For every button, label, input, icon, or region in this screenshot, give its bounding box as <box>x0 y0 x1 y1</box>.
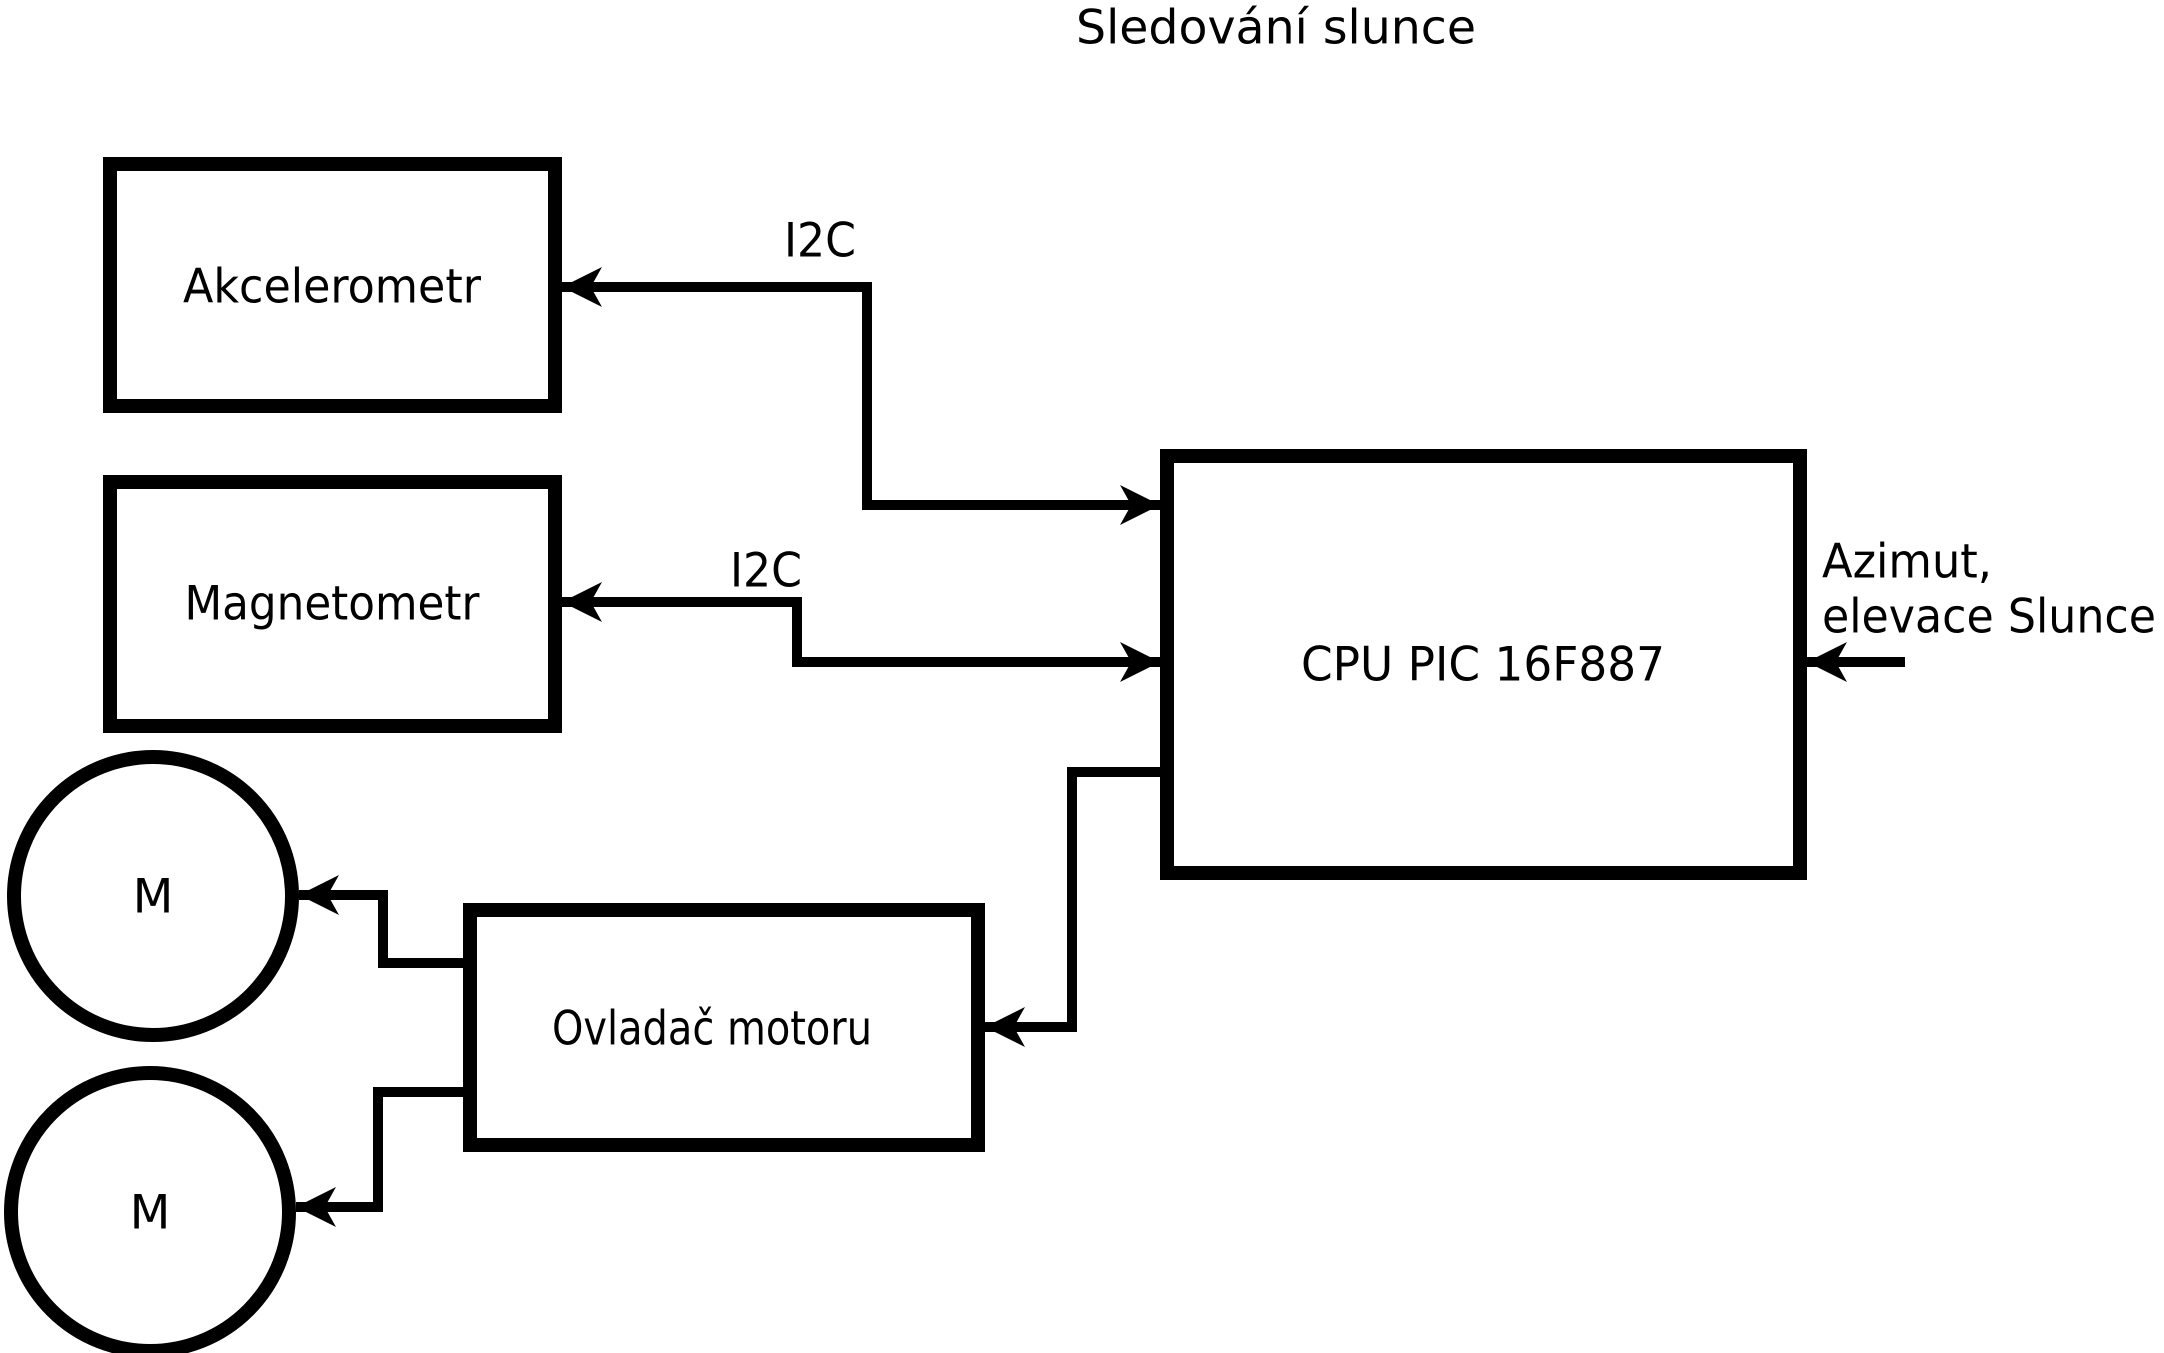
i2c-bus-akcelerometr-line <box>562 267 1160 525</box>
azimut-annotation-line2: elevace Slunce <box>1822 590 2156 645</box>
cpu-label: CPU PIC 16F887 <box>1301 638 1665 693</box>
motor-1-label: M <box>133 870 174 925</box>
motor-controller-to-motor-1-line <box>299 875 470 968</box>
magnetometr-box <box>103 475 562 733</box>
motor-controller-label: Ovladač motoru <box>552 1002 872 1057</box>
i2c-label-magnetometr: I2C <box>730 544 802 599</box>
i2c-bus-magnetometr-line <box>562 582 1160 682</box>
azimut-annotation-line1: Azimut, <box>1822 535 1992 590</box>
motor-1-circle <box>7 750 299 1042</box>
cpu-to-motor-controller-line <box>985 767 1160 1047</box>
motor-2-circle <box>4 1066 296 1353</box>
cpu-box <box>1160 449 1807 880</box>
motor-controller-to-motor-2-line <box>296 1087 470 1227</box>
akcelerometr-label: Akcelerometr <box>183 260 482 315</box>
diagram-title: Sledování slunce <box>1076 1 1476 56</box>
akcelerometr-box <box>103 157 562 413</box>
motor-controller-box <box>463 903 985 1152</box>
motor-2-label: M <box>130 1186 171 1241</box>
i2c-label-akcelerometr: I2C <box>784 214 856 269</box>
magnetometr-label: Magnetometr <box>185 577 481 632</box>
